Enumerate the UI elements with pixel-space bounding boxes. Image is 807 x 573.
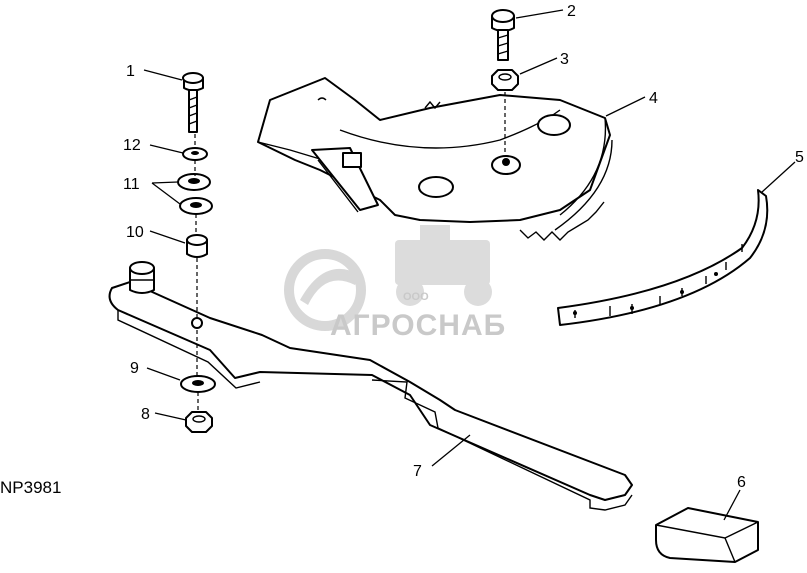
lever-stud (129, 261, 155, 294)
part-7-lever-arm (108, 281, 633, 511)
watermark: ООО АГРОСНАБ (284, 225, 506, 342)
callout-labels: 1 2 3 4 5 6 7 8 9 10 11 12 (123, 3, 804, 491)
callout-1: 1 (126, 63, 135, 80)
figure-code: NP3981 (0, 478, 61, 497)
callout-11: 11 (123, 176, 140, 193)
part-5-curved-scale (557, 189, 769, 326)
part-6-block (655, 507, 759, 563)
part-12-washer (182, 147, 208, 161)
leader-lines (143, 9, 796, 521)
callout-10: 10 (126, 224, 144, 241)
callout-3: 3 (560, 51, 569, 68)
callout-7: 7 (413, 463, 422, 480)
part-2-bolt (491, 9, 515, 61)
watermark-harvester-icon (395, 225, 492, 306)
watermark-prefix: ООО (403, 291, 429, 303)
part-11-washers (177, 173, 213, 215)
callout-6: 6 (737, 474, 746, 491)
callout-12: 12 (123, 137, 141, 154)
callout-9: 9 (130, 360, 139, 377)
part-8-nut (185, 411, 213, 433)
callout-2: 2 (567, 3, 576, 20)
assembly-centerlines (194, 92, 506, 412)
part-3-nut (491, 69, 519, 91)
watermark-brand: АГРОСНАБ (330, 309, 506, 342)
callout-5: 5 (795, 149, 804, 166)
watermark-gear-icon (284, 249, 366, 331)
callout-4: 4 (649, 90, 658, 107)
part-1-bolt (182, 72, 204, 133)
part-4-cutter-head (257, 77, 613, 241)
part-9-washer (180, 375, 216, 393)
callout-8: 8 (141, 406, 150, 423)
part-10-spacer (186, 234, 208, 258)
